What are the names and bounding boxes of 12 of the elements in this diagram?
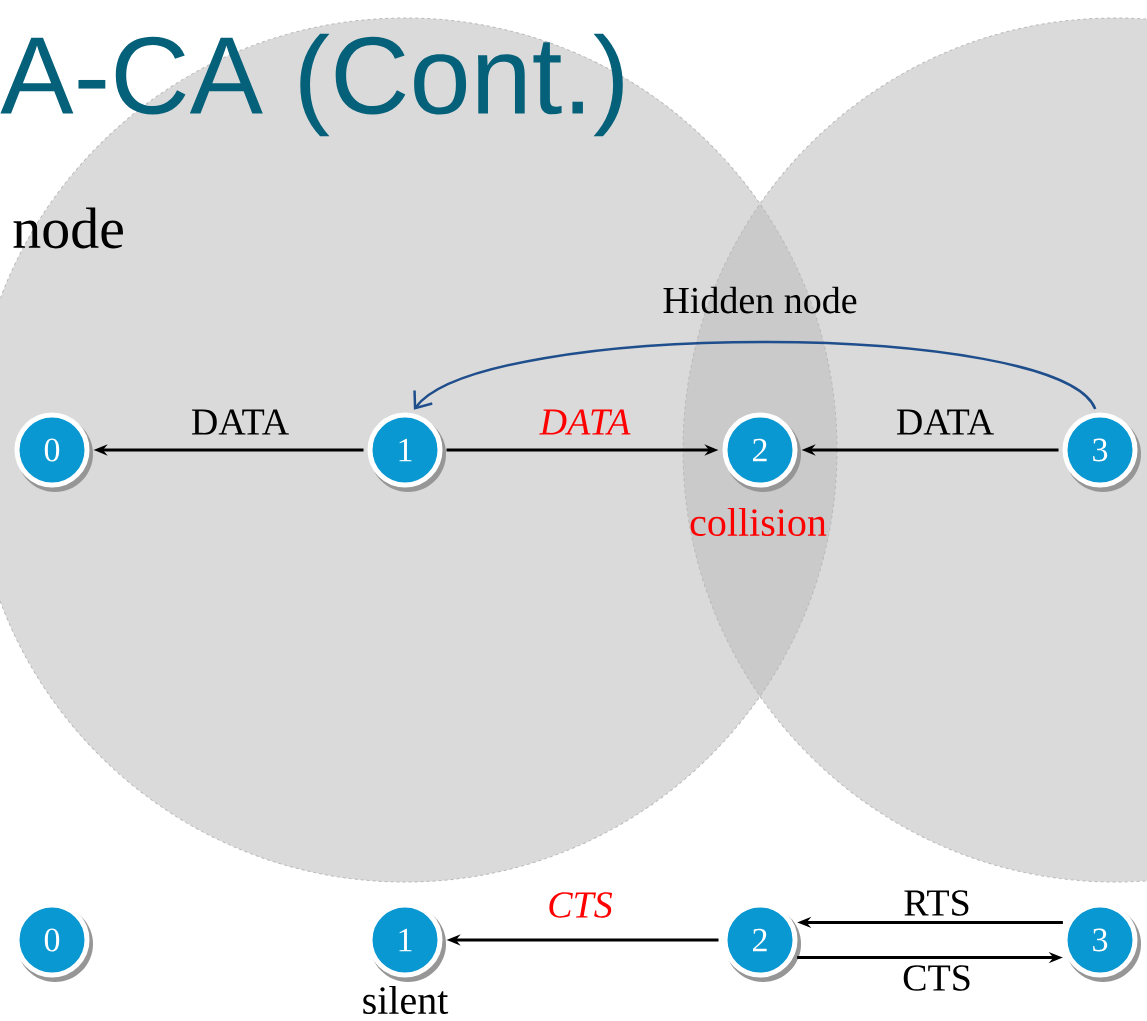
edge-label: CTS <box>903 965 970 991</box>
edge-label: Hidden node <box>663 286 857 314</box>
edge-label: DATA <box>539 409 631 435</box>
edge-label: DATA <box>896 409 994 435</box>
edge-label: CTS <box>549 892 613 918</box>
node-caption: collision <box>690 507 827 537</box>
arrow <box>413 340 1097 410</box>
edge-label: RTS <box>904 890 969 916</box>
node-caption: silent <box>363 985 449 1015</box>
heading-text: node <box>13 207 123 249</box>
edge-label: DATA <box>191 409 289 435</box>
slide-title: A-CA (Cont.) <box>0 33 623 137</box>
